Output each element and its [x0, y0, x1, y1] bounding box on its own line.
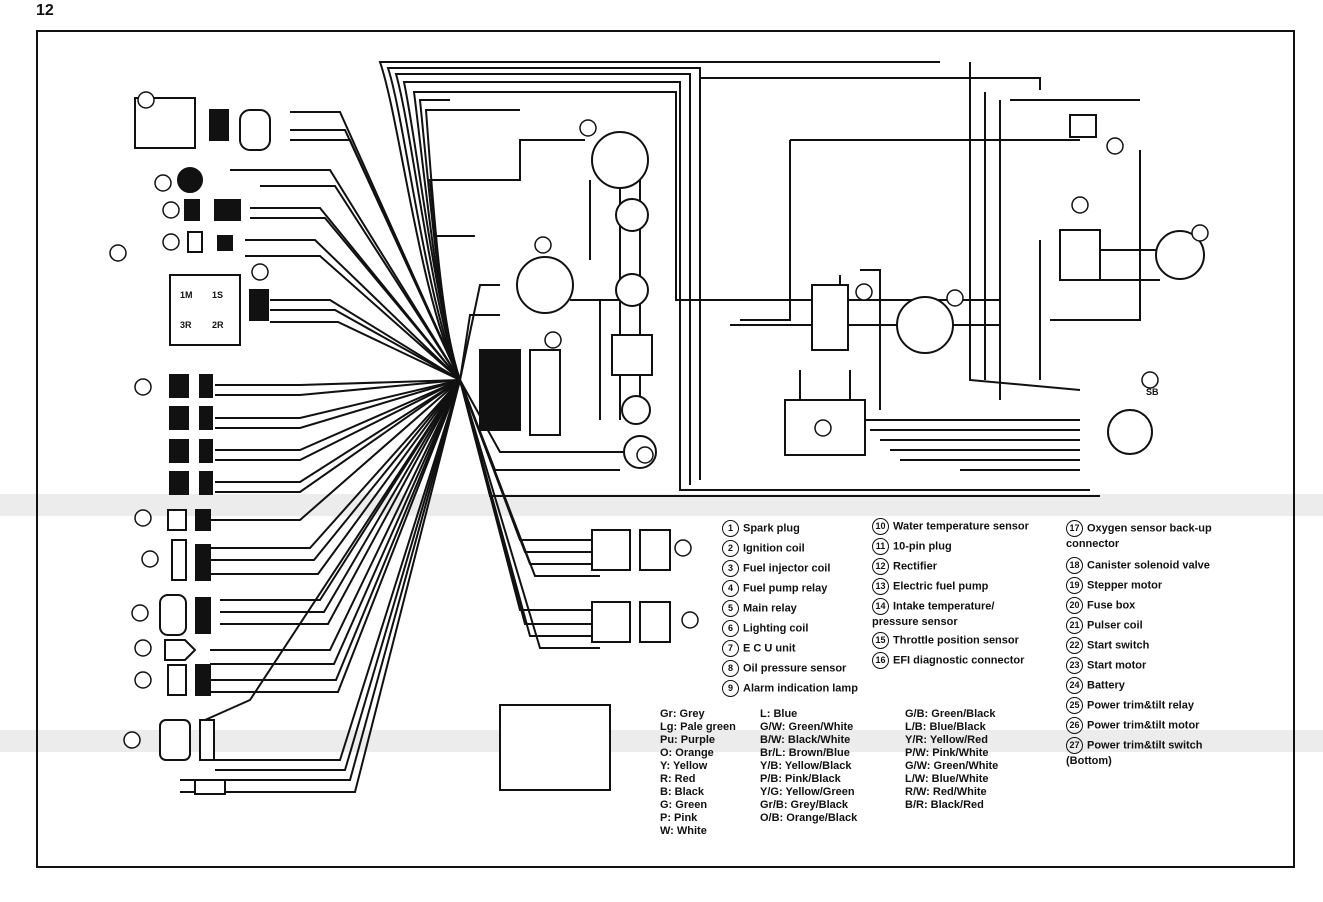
scan-band-bottom: [0, 730, 1323, 752]
wire-color-item: P/B: Pink/Black: [760, 773, 841, 785]
wire-color-item: O/B: Orange/Black: [760, 812, 858, 824]
page-number: 12: [36, 2, 54, 19]
wire-color-item: P: Pink: [660, 812, 698, 824]
wire-color-item: R/W: Red/White: [905, 786, 987, 798]
wire-color-item: Br/L: Brown/Blue: [760, 747, 850, 759]
wire-color-item: Y/B: Yellow/Black: [760, 760, 852, 772]
wire-color-item: B/R: Black/Red: [905, 799, 984, 811]
wire-color-item: R: Red: [660, 773, 696, 785]
wire-color-item: G/B: Green/Black: [905, 708, 996, 720]
wire-color-item: Y/G: Yellow/Green: [760, 786, 855, 798]
wire-color-item: Lg: Pale green: [660, 721, 736, 733]
wire-color-item: B: Black: [660, 786, 705, 798]
wire-color-legend: Gr: Grey Lg: Pale green Pu: Purple O: Or…: [660, 708, 736, 838]
wire-color-item: G/W: Green/White: [760, 721, 854, 733]
wire-color-item: P/W: Pink/White: [905, 747, 989, 759]
svg-text:1M: 1M: [180, 290, 193, 300]
wire-color-item: Gr/B: Grey/Black: [760, 799, 849, 811]
wire-color-item: O: Orange: [660, 747, 714, 759]
wire-color-item: G/W: Green/White: [905, 760, 999, 772]
wire-color-item: Y/R: Yellow/Red: [905, 734, 988, 746]
wire-color-item: Pu: Purple: [660, 734, 716, 746]
svg-text:SB: SB: [1146, 387, 1159, 397]
wire-color-item: L/B: Blue/Black: [905, 721, 986, 733]
wire-color-item: G: Green: [660, 799, 708, 811]
svg-text:1S: 1S: [212, 290, 223, 300]
wire-color-item: Y: Yellow: [660, 760, 708, 772]
wire-color-item: L: Blue: [760, 708, 798, 720]
wiring-diagram-frame: [36, 30, 1295, 868]
wire-color-legend: L: Blue G/W: Green/White B/W: Black/Whit…: [760, 708, 857, 825]
wire-color-item: W: White: [660, 825, 707, 837]
wire-color-item: Gr: Grey: [660, 708, 705, 720]
svg-text:2R: 2R: [212, 320, 224, 330]
wire-color-legend: G/B: Green/Black L/B: Blue/Black Y/R: Ye…: [905, 708, 998, 812]
scan-band-top: [0, 494, 1323, 516]
wire-color-item: L/W: Blue/White: [905, 773, 989, 785]
svg-text:3R: 3R: [180, 320, 192, 330]
wire-color-item: B/W: Black/White: [760, 734, 851, 746]
